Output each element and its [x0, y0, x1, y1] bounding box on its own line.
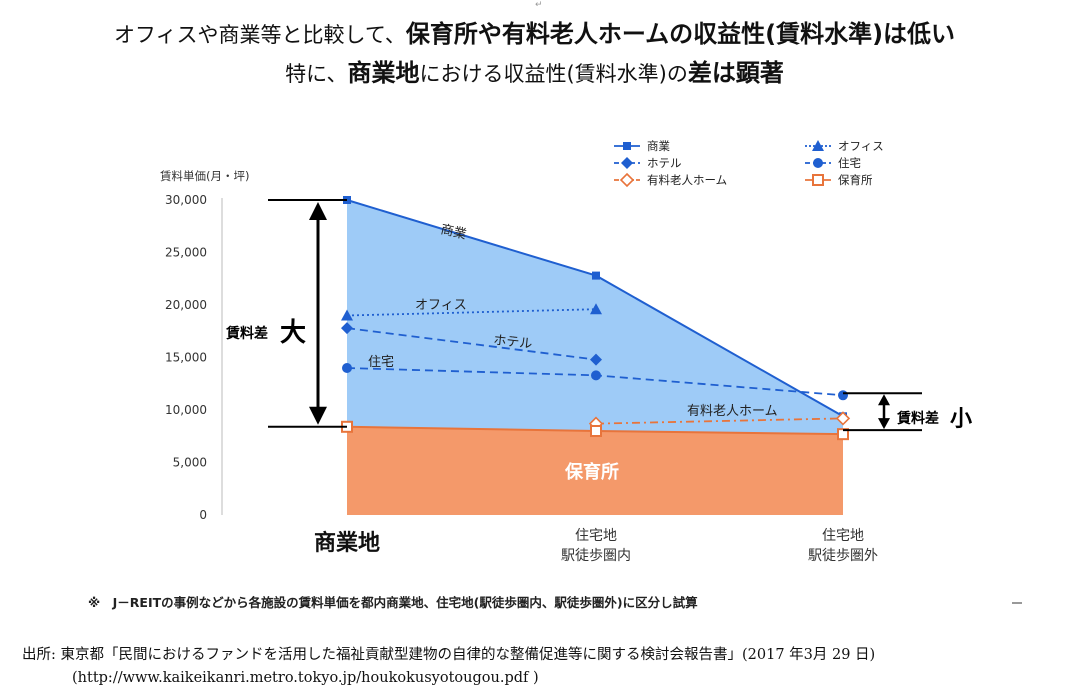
data-point-ホテル [590, 353, 602, 366]
y-tick-label: 10,000 [165, 403, 207, 417]
chart-note: ※ J－REITの事例などから各施設の賃料単価を都内商業地、住宅地(駅徒歩圏内、… [88, 595, 698, 610]
data-point-有料老人ホーム [835, 411, 851, 426]
data-point-商業 [592, 271, 600, 280]
y-axis-label: 賃料単価(月・坪) [160, 169, 249, 183]
legend-label: オフィス [838, 139, 884, 153]
data-point-オフィス [341, 309, 353, 321]
area-commercial [347, 200, 843, 435]
legend-marker-住宅 [813, 158, 823, 168]
series-label-residential: 住宅 [368, 355, 394, 370]
legend-label: 住宅 [838, 156, 861, 170]
data-point-ホテル [341, 322, 353, 335]
legend-label: 有料老人ホーム [647, 173, 727, 187]
y-tick-label: 0 [199, 508, 207, 522]
y-tick-label: 30,000 [165, 193, 207, 207]
series-label-office: オフィス [415, 298, 467, 313]
y-tick-label: 25,000 [165, 246, 207, 260]
small-gap-label: 賃料差 [896, 410, 939, 427]
subtitle-part-c: における収益性(賃料水準)の [419, 62, 688, 86]
legend-label: 保育所 [838, 173, 873, 187]
series-label-commercial: 商業 [439, 221, 468, 242]
y-tick-label: 15,000 [165, 351, 207, 365]
legend-marker-ホテル [621, 157, 633, 169]
subtitle-part-a: 特に、 [285, 62, 348, 86]
paragraph-mark: ↵ [535, 0, 543, 10]
subtitle-part-d: 差は顕著 [687, 59, 784, 87]
big-gap-label: 賃料差 [225, 325, 268, 342]
gap-arrow-head-down [309, 406, 327, 425]
data-point-住宅 [591, 370, 601, 381]
series-line-オフィス [346, 308, 597, 317]
page-subtitle: 特に、商業地における収益性(賃料水準)の差は顕著 [0, 53, 1069, 88]
data-point-住宅 [838, 390, 848, 401]
title-line1-part-b: 保育所や有料老人ホームの収益性(賃料水準)は低い [405, 20, 956, 48]
small-gap-arrow-head-down [878, 418, 890, 430]
series-line-有料老人ホーム [595, 417, 844, 425]
legend-marker-有料老人ホーム [619, 172, 635, 188]
small-gap-arrow-head-up [878, 394, 890, 406]
data-point-住宅 [342, 363, 352, 373]
x-tick-label-sub: 駅徒歩圏内 [561, 548, 631, 564]
area-nursery [347, 426, 843, 515]
series-label-hotel: ホテル [493, 333, 533, 352]
source-citation: 出所: 東京都「民間におけるファンドを活用した福祉貢献型建物の自律的な整備促進等… [22, 647, 876, 663]
legend-marker-保育所 [812, 174, 824, 186]
page-title: オフィスや商業等と比較して、保育所や有料老人ホームの収益性(賃料水準)は低い [0, 14, 1069, 49]
series-line-ホテル [346, 327, 597, 361]
data-point-オフィス [590, 303, 602, 315]
x-tick-label-sub: 駅徒歩圏外 [808, 548, 878, 564]
big-gap-char: 大 [280, 318, 306, 348]
legend-label: ホテル [647, 156, 682, 170]
data-point-保育所 [590, 425, 602, 437]
legend-label: 商業 [647, 139, 670, 153]
x-tick-label: 住宅地 [575, 528, 617, 544]
series-label-nursery: 保育所 [564, 461, 619, 483]
gap-arrow-head-up [309, 202, 327, 220]
small-gap-char: 小 [950, 407, 972, 432]
x-tick-label: 住宅地 [822, 528, 864, 544]
x-tick-label-commercial: 商業地 [314, 530, 380, 556]
legend-marker-オフィス [812, 140, 824, 151]
dash-mark [1012, 602, 1022, 604]
legend-marker-商業 [623, 142, 631, 150]
rent-chart: 0 5,000 10,000 15,000 20,000 25,000 30,000 賃料単価… [160, 139, 972, 564]
subtitle-part-b: 商業地 [347, 59, 420, 87]
source-url: (http://www.kaikeikanri.metro.tokyo.jp/h… [72, 670, 539, 686]
series-label-nursing-home: 有料老人ホーム [687, 404, 778, 419]
y-tick-label: 5,000 [173, 456, 207, 470]
title-line1-part-a: オフィスや商業等と比較して、 [113, 23, 406, 47]
y-tick-label: 20,000 [165, 298, 207, 312]
